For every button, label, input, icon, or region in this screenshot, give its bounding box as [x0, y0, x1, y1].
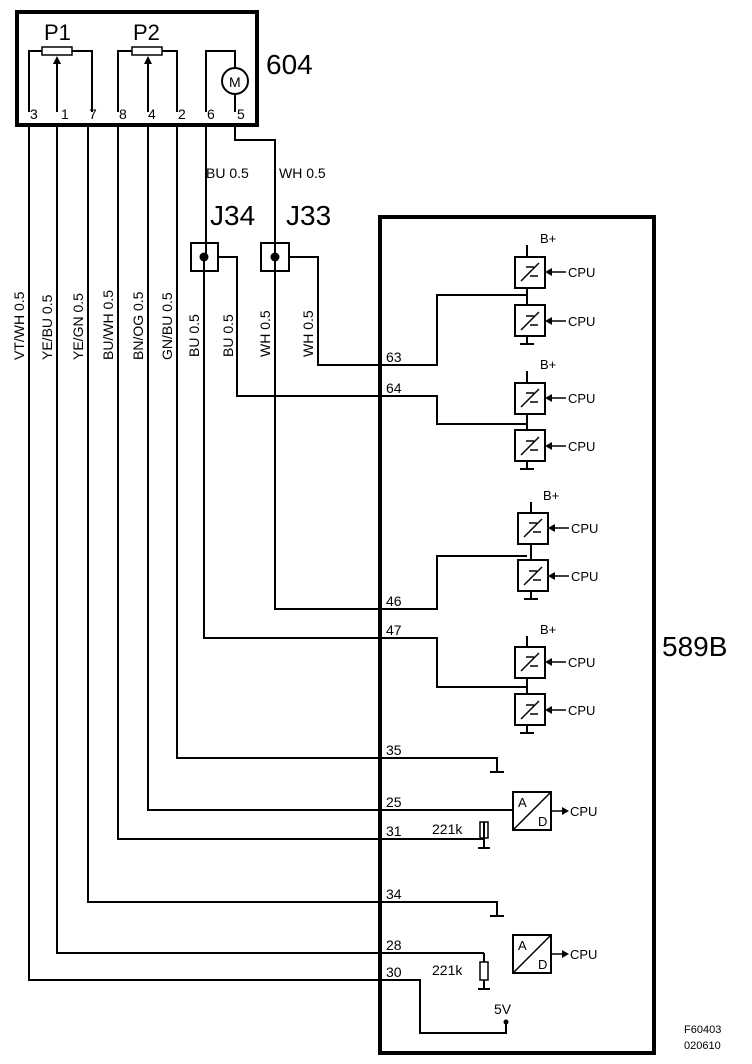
pin-604-8: 8 [119, 106, 127, 122]
pin-604-5: 5 [237, 106, 245, 122]
pin-604-1: 1 [61, 106, 69, 122]
wire-bu-j34-down [203, 257, 527, 688]
pin-589b-28: 28 [386, 937, 402, 953]
driver-stage-2: B+ CPU CPU [514, 357, 595, 470]
wire-bn-og [147, 125, 513, 811]
pin-604-4: 4 [148, 106, 156, 122]
wire-label-wh-a: WH 0.5 [257, 310, 273, 357]
pin-604-6: 6 [207, 106, 215, 122]
cpu-label: CPU [568, 265, 595, 280]
wire-label-bu-b: BU 0.5 [220, 314, 236, 357]
footer-code-2: 020610 [684, 1040, 721, 1052]
wire-label-bu-a: BU 0.5 [186, 314, 202, 357]
p2-wiper-arrow-icon [144, 56, 152, 64]
pin-589b-30: 30 [386, 964, 402, 980]
wire-label-bn-og: BN/OG 0.5 [130, 291, 146, 360]
wire-label-vt-wh: VT/WH 0.5 [11, 291, 27, 360]
wire-vt-wh [28, 125, 507, 1034]
ad-label-d: D [538, 957, 547, 972]
pin-589b-47: 47 [386, 622, 402, 638]
bplus-label: B+ [540, 231, 556, 246]
supply-5v-dot [503, 1019, 509, 1025]
driver-stage-3: B+ CPU CPU [517, 488, 598, 600]
p1-resistor [41, 46, 73, 56]
ad-label-a: A [518, 795, 527, 810]
wire-label-ye-gn: YE/GN 0.5 [70, 293, 86, 360]
p2-lead-left [117, 50, 132, 112]
cpu-label: CPU [570, 804, 597, 819]
component-589b-label: 589B [662, 631, 727, 662]
wire-label-ye-bu: YE/BU 0.5 [39, 294, 55, 360]
pin-589b-35: 35 [386, 742, 402, 758]
wire-wh-j33-right [289, 256, 527, 366]
connector-j33-label: J33 [286, 200, 331, 231]
cpu-label: CPU [568, 391, 595, 406]
pin-604-3: 3 [30, 106, 38, 122]
cpu-label: CPU [571, 521, 598, 536]
wire-bu-j34-right [218, 256, 527, 425]
component-604-label: 604 [266, 49, 313, 80]
motor-label: M [229, 74, 241, 90]
bplus-label: B+ [540, 622, 556, 637]
wire-gn-bu [176, 125, 498, 771]
cpu-label: CPU [568, 655, 595, 670]
wire-label-gn-bu: GN/BU 0.5 [159, 292, 175, 360]
p1-label: P1 [44, 20, 71, 45]
p1-wiper-arrow-icon [53, 56, 61, 64]
wire-label-wh-top: WH 0.5 [279, 165, 326, 181]
bplus-label: B+ [540, 357, 556, 372]
p1-lead-left [28, 50, 42, 112]
ad-converter-2: A D CPU 221k [432, 934, 597, 990]
p2-label: P2 [133, 20, 160, 45]
p2-lead-right [162, 50, 178, 112]
wire-ye-gn [87, 125, 498, 915]
driver-stage-1: B+ CPU CPU [514, 231, 595, 345]
pin-589b-63: 63 [386, 349, 402, 365]
wire-bu-wh [117, 125, 484, 840]
bplus-label: B+ [543, 488, 559, 503]
p2-resistor [131, 46, 163, 56]
connector-j34-label: J34 [210, 200, 255, 231]
component-604-box [15, 10, 259, 127]
wire-label-bu-top: BU 0.5 [206, 165, 249, 181]
pin-589b-64: 64 [386, 380, 402, 396]
driver-stage-4: B+ CPU CPU [514, 622, 595, 734]
wire-ye-bu [56, 125, 484, 954]
resistor-221k-label: 221k [432, 962, 463, 978]
ad-converter-1: A D CPU 221k [432, 791, 597, 849]
cpu-label: CPU [568, 703, 595, 718]
p1-lead-right [72, 50, 93, 112]
ad-label-d: D [538, 814, 547, 829]
wire-wh-motor-to-j33 [234, 125, 276, 257]
pin-589b-31: 31 [386, 823, 402, 839]
resistor-221k-label: 221k [432, 821, 463, 837]
component-589b-box [378, 215, 656, 1055]
ad-label-a: A [518, 938, 527, 953]
pin-604-2: 2 [178, 106, 186, 122]
wire-wh-j33-down [274, 257, 527, 610]
cpu-label: CPU [568, 439, 595, 454]
pin-589b-46: 46 [386, 593, 402, 609]
cpu-label: CPU [568, 314, 595, 329]
motor-lead-left [205, 50, 236, 112]
cpu-label: CPU [570, 947, 597, 962]
pin-604-7: 7 [89, 106, 97, 122]
pin-589b-34: 34 [386, 886, 402, 902]
wire-label-wh-b: WH 0.5 [300, 310, 316, 357]
wire-label-bu-wh: BU/WH 0.5 [100, 290, 116, 360]
cpu-label: CPU [571, 569, 598, 584]
supply-5v-label: 5V [494, 1001, 512, 1017]
footer-code-1: F60403 [684, 1024, 721, 1036]
pin-589b-25: 25 [386, 794, 402, 810]
